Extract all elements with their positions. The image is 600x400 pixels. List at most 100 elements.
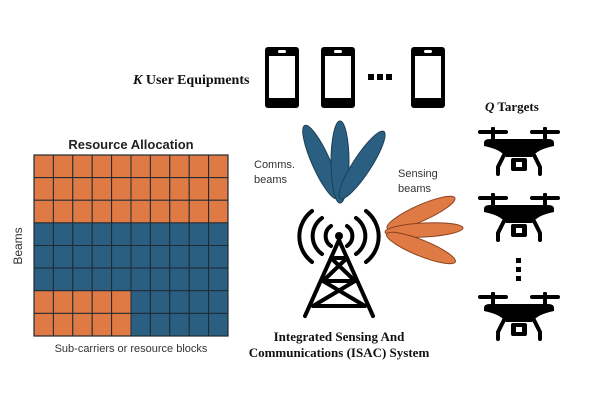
grid-cell-comms <box>208 245 229 269</box>
grid-cell-comms <box>72 222 93 246</box>
grid-cell-comms <box>169 222 190 246</box>
grid-cell-comms <box>149 290 171 314</box>
grid-cell-sensing <box>208 177 229 201</box>
grid-cell-comms <box>130 290 151 314</box>
ellipsis-dots <box>368 74 392 80</box>
comms-beam <box>338 130 386 200</box>
grid-cell-sensing <box>91 312 113 337</box>
comms-beams <box>302 120 386 204</box>
grid-cell-sensing <box>91 154 113 179</box>
grid-cell-sensing <box>169 199 190 224</box>
grid-cell-sensing <box>111 290 132 314</box>
grid-cell-comms <box>188 222 210 246</box>
grid-cell-sensing <box>72 312 93 337</box>
grid-cell-comms <box>91 267 113 292</box>
comms-beams-label-line1: Comms. <box>254 159 295 171</box>
grid-cell-comms <box>91 222 113 246</box>
grid-cell-comms <box>169 245 190 269</box>
drone-icon <box>476 191 562 242</box>
grid-cell-comms <box>169 312 190 337</box>
beams-axis-label: Beams <box>11 227 25 264</box>
grid-cell-sensing <box>188 154 210 179</box>
grid-cell-comms <box>208 222 229 246</box>
vertical-ellipsis-dots <box>516 258 521 281</box>
resource-allocation-title: Resource Allocation <box>68 137 193 152</box>
grid-cell-comms <box>130 312 151 337</box>
user-equipments-label: K User Equipments <box>132 73 250 88</box>
smartphone-icon <box>411 47 445 108</box>
grid-cell-sensing <box>91 290 113 314</box>
drone-icon <box>476 290 562 341</box>
grid-cell-sensing <box>149 154 171 179</box>
grid-border <box>33 154 229 337</box>
grid-cell-comms <box>169 267 190 292</box>
grid-cell-comms <box>72 245 93 269</box>
grid-cell-sensing <box>33 154 54 179</box>
grid-cell-comms <box>188 245 210 269</box>
grid-cell-sensing <box>111 199 132 224</box>
grid-cell-sensing <box>33 312 54 337</box>
grid-cell-sensing <box>33 177 54 201</box>
grid-cell-sensing <box>130 154 151 179</box>
grid-cell-comms <box>33 222 54 246</box>
grid-cell-comms <box>52 222 74 246</box>
grid-cell-comms <box>188 290 210 314</box>
sensing-beams-label-line2: beams <box>398 183 432 195</box>
grid-cell-comms <box>130 267 151 292</box>
user-equipments-text: User Equipments <box>142 73 250 88</box>
grid-cell-sensing <box>72 177 93 201</box>
grid-cell-comms <box>52 245 74 269</box>
grid-cell-sensing <box>169 177 190 201</box>
grid-cell-sensing <box>52 312 74 337</box>
grid-cell-sensing <box>72 154 93 179</box>
grid-cell-comms <box>149 267 171 292</box>
grid-cell-sensing <box>52 290 74 314</box>
grid-cell-sensing <box>52 154 74 179</box>
grid-cell-sensing <box>52 199 74 224</box>
targets-text: Targets <box>494 99 538 114</box>
grid-cell-comms <box>130 222 151 246</box>
sensing-beam <box>386 231 456 265</box>
grid-cell-sensing <box>169 154 190 179</box>
grid-cell-comms <box>72 267 93 292</box>
grid-cell-sensing <box>208 199 229 224</box>
grid-cell-sensing <box>72 199 93 224</box>
drone-icon <box>476 125 562 176</box>
grid-cell-sensing <box>33 199 54 224</box>
smartphone-icon <box>265 47 299 108</box>
grid-cell-sensing <box>111 154 132 179</box>
grid-cell-sensing <box>188 177 210 201</box>
subcarriers-axis-label: Sub-carriers or resource blocks <box>55 343 208 355</box>
grid-cell-comms <box>169 290 190 314</box>
grid-cell-sensing <box>149 199 171 224</box>
comms-beams-label-line2: beams <box>254 174 288 186</box>
grid-cell-sensing <box>72 290 93 314</box>
grid-cell-sensing <box>208 154 229 179</box>
grid-cell-comms <box>188 312 210 337</box>
grid-cell-sensing <box>52 177 74 201</box>
grid-cell-comms <box>111 245 132 269</box>
targets-label: Q Targets <box>485 99 539 114</box>
grid-cell-comms <box>208 312 229 337</box>
sensing-beams-label-line1: Sensing <box>398 168 438 180</box>
user-equipments-var: K <box>132 73 144 88</box>
smartphone-icon <box>321 47 355 108</box>
grid-cell-comms <box>33 267 54 292</box>
grid-cell-sensing <box>149 177 171 201</box>
grid-cell-sensing <box>188 199 210 224</box>
resource-grid <box>33 154 229 337</box>
grid-cell-comms <box>188 267 210 292</box>
grid-cell-comms <box>91 245 113 269</box>
grid-cell-comms <box>208 290 229 314</box>
grid-cell-sensing <box>111 312 132 337</box>
isac-system-label-line2: Communications (ISAC) System <box>249 345 430 360</box>
targets-var: Q <box>485 99 495 114</box>
grid-cell-comms <box>33 245 54 269</box>
grid-cell-comms <box>111 267 132 292</box>
grid-cell-comms <box>208 267 229 292</box>
grid-cell-comms <box>52 267 74 292</box>
grid-cell-sensing <box>91 177 113 201</box>
isac-system-label-line1: Integrated Sensing And <box>274 329 406 344</box>
grid-cell-comms <box>149 222 171 246</box>
